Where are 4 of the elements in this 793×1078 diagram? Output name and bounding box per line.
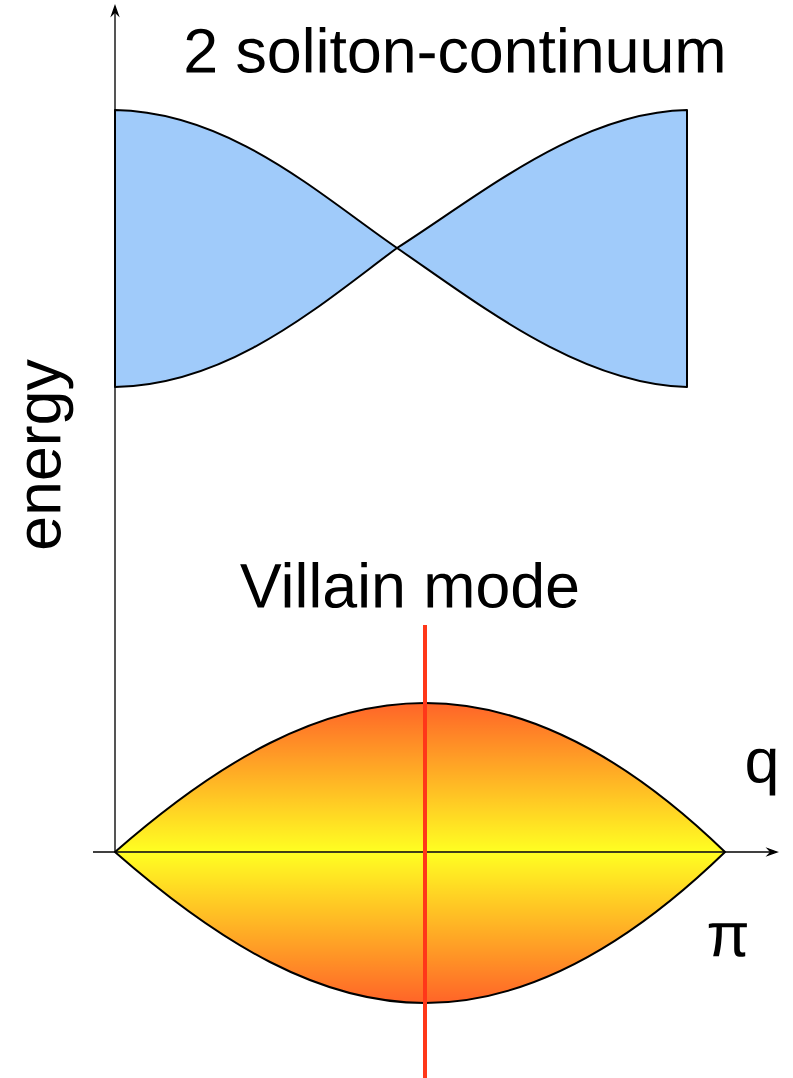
band-heading: 2 soliton-continuum xyxy=(186,27,723,73)
axis-label: energy xyxy=(26,359,74,549)
band-heading: Villain mode xyxy=(240,562,578,608)
axis-label: π xyxy=(708,923,747,957)
